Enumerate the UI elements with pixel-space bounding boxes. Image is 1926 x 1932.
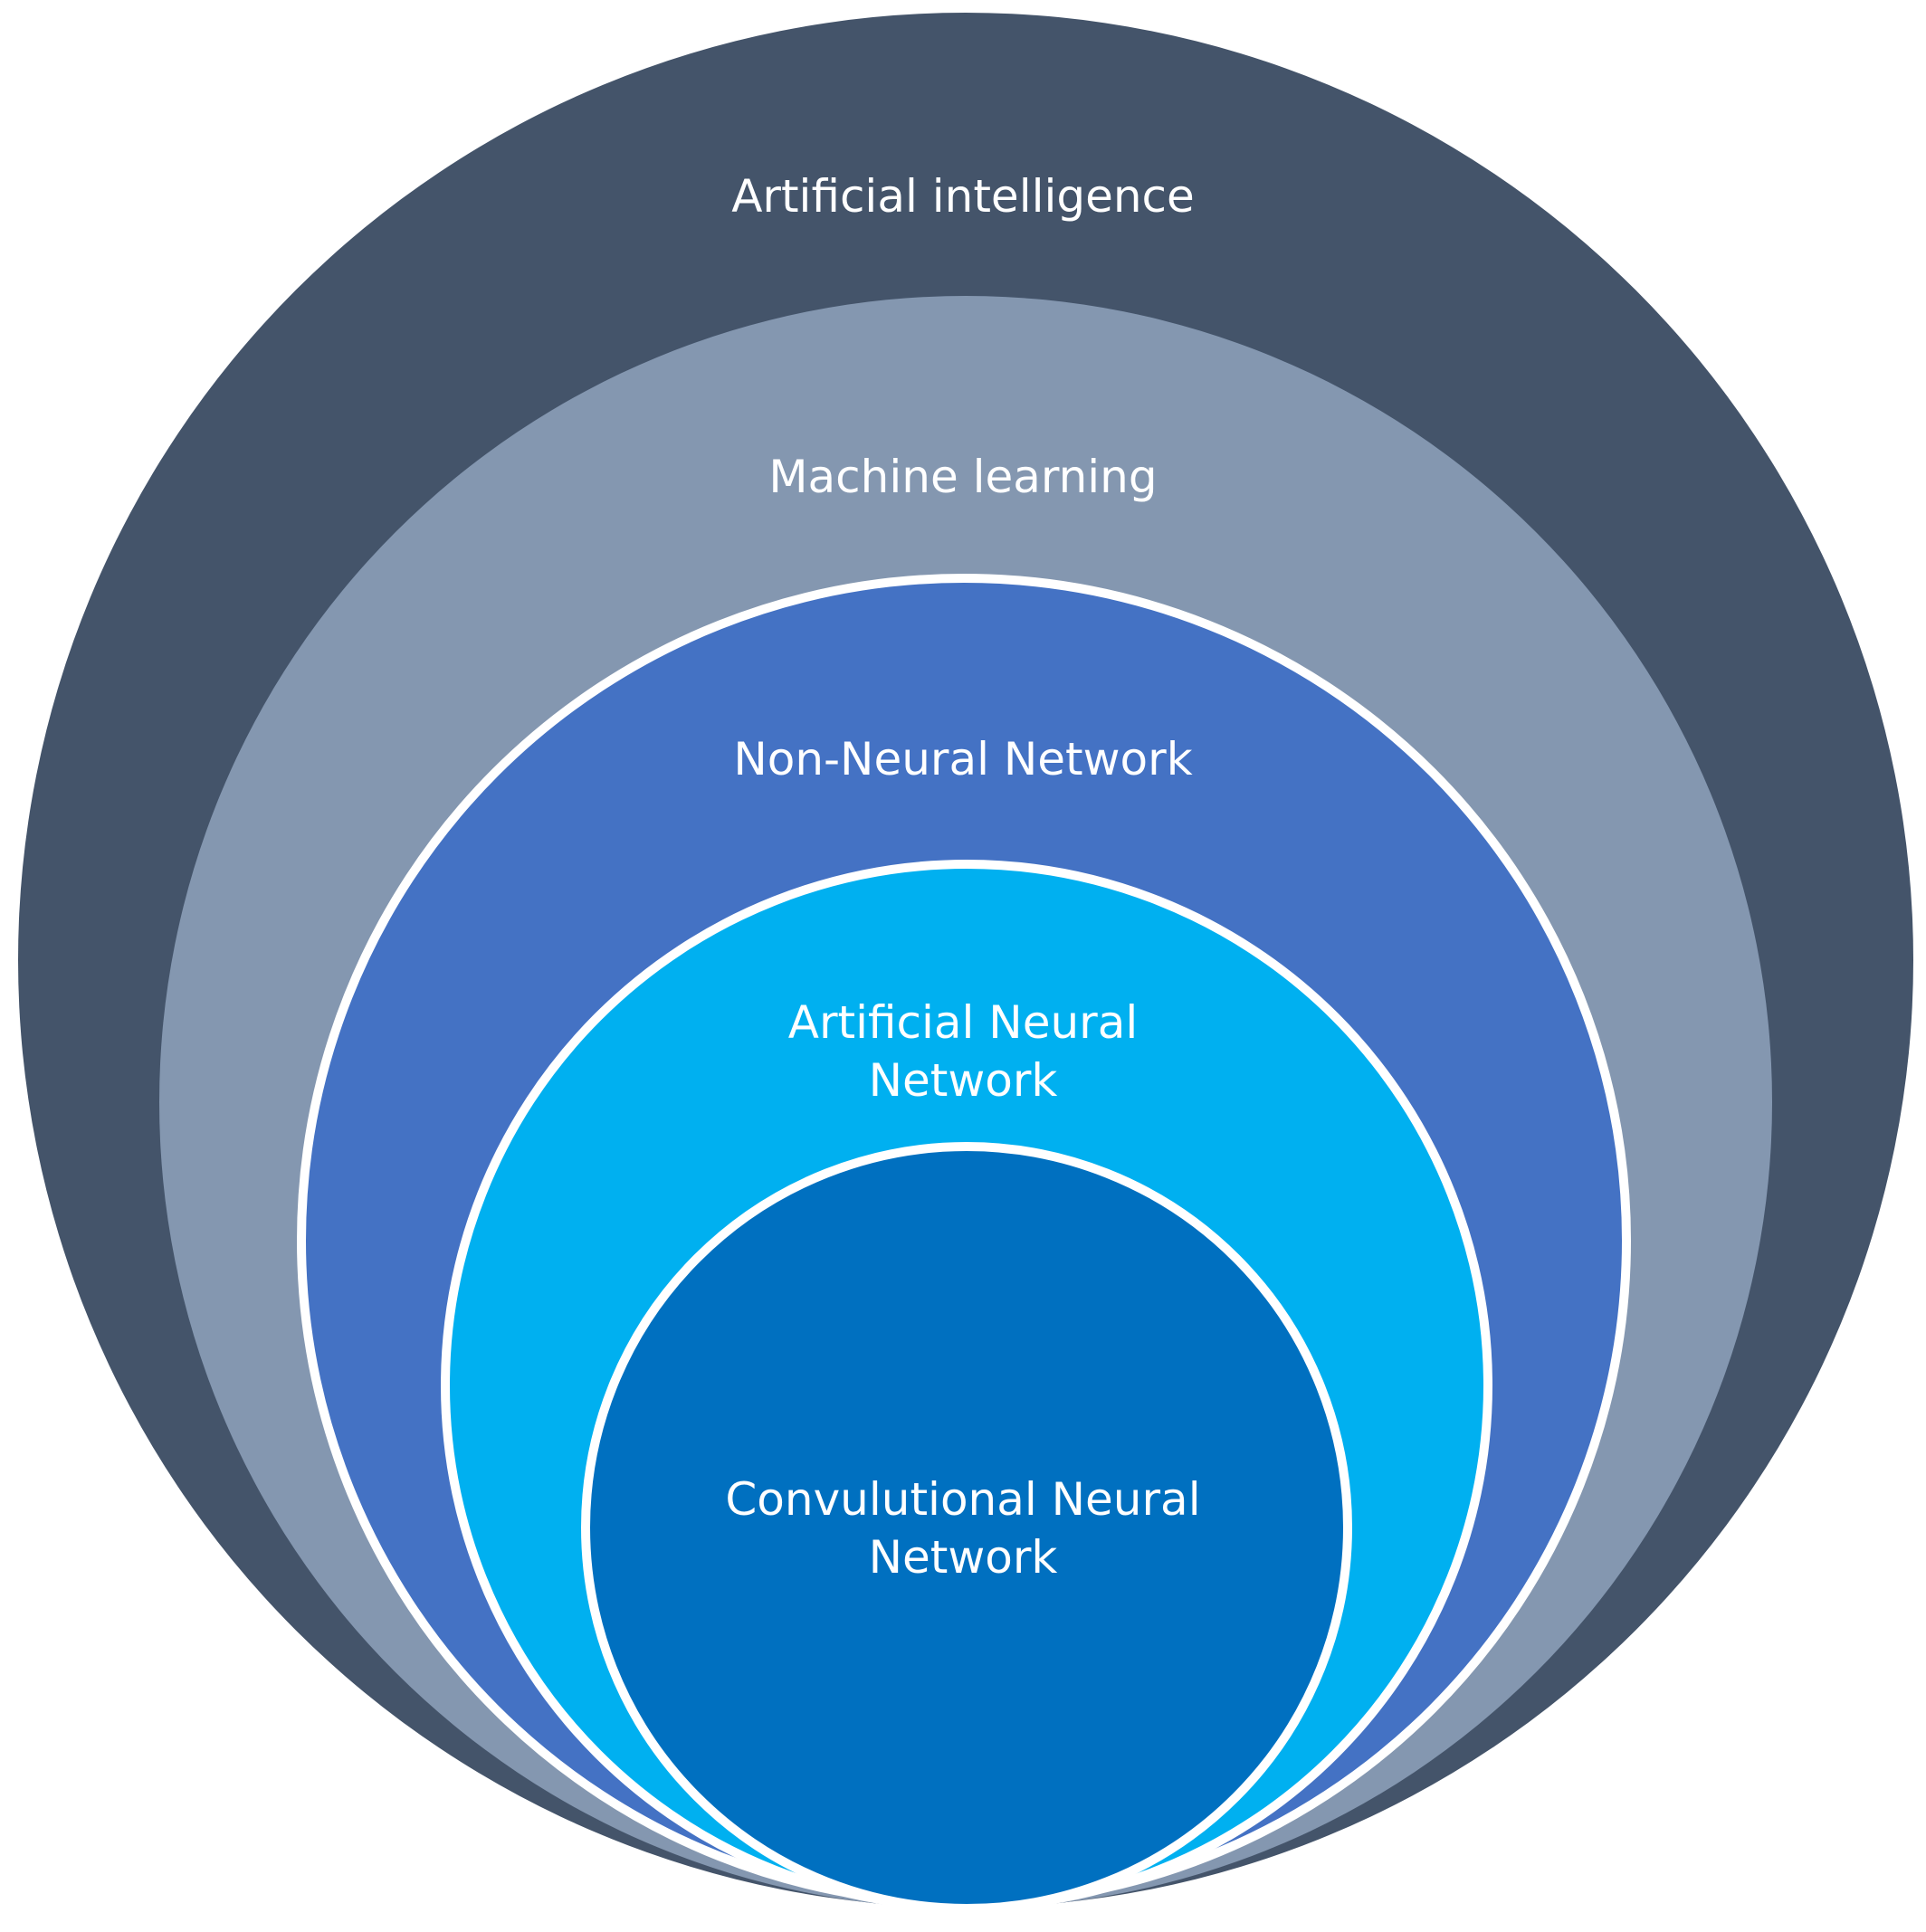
label-artificial-neural-network: Artificial Neural Network bbox=[787, 996, 1139, 1107]
label-convolutional-neural-network: Convulutional Neural Network bbox=[725, 1473, 1201, 1584]
label-machine-learning: Machine learning bbox=[768, 451, 1158, 503]
label-artificial-intelligence: Artificial intelligence bbox=[731, 170, 1195, 223]
ring-convolutional-neural-network bbox=[581, 1142, 1352, 1913]
label-non-neural-network: Non-Neural Network bbox=[733, 733, 1193, 785]
